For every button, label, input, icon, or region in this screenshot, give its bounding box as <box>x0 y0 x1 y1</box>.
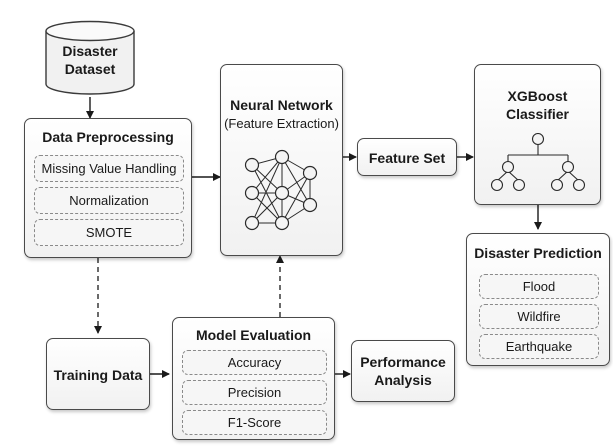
data-preprocessing-box: Data Preprocessing Missing Value Handlin… <box>24 118 192 258</box>
neural-network-icon <box>244 149 318 231</box>
neural-network-box: Neural Network (Feature Extraction) <box>220 64 343 256</box>
prediction-item-earthquake: Earthquake <box>479 334 599 359</box>
prediction-item-wildfire: Wildfire <box>479 304 599 329</box>
preprocessing-item-missing-value-handling: Missing Value Handling <box>34 155 184 182</box>
feature-set-box: Feature Set <box>357 138 457 176</box>
preprocessing-item-smote: SMOTE <box>34 219 184 246</box>
evaluation-item-precision: Precision <box>182 380 327 405</box>
model-evaluation-title: Model Evaluation <box>195 327 312 343</box>
xgboost-classifier-box: XGBoost Classifier <box>474 64 601 205</box>
xgboost-title-line2: Classifier <box>505 106 570 122</box>
feature-set-title: Feature Set <box>368 150 446 166</box>
training-data-title: Training Data <box>53 367 143 383</box>
disaster-prediction-title: Disaster Prediction <box>474 245 602 261</box>
disaster-prediction-box: Disaster Prediction Flood Wildfire Earth… <box>466 233 610 366</box>
performance-analysis-box: Performance Analysis <box>351 340 455 402</box>
disaster-dataset-node: Disaster Dataset <box>44 20 136 96</box>
dataset-label-line1: Disaster <box>62 43 118 59</box>
data-preprocessing-title: Data Preprocessing <box>42 129 174 145</box>
training-data-box: Training Data <box>46 338 150 410</box>
performance-analysis-line2: Analysis <box>374 372 432 388</box>
evaluation-item-f1-score: F1-Score <box>182 410 327 435</box>
prediction-item-flood: Flood <box>479 274 599 299</box>
dataset-label-line2: Dataset <box>64 61 116 77</box>
neural-network-title: Neural Network <box>230 97 333 113</box>
xgboost-title-line1: XGBoost <box>507 88 568 104</box>
neural-network-subtitle: (Feature Extraction) <box>224 116 339 131</box>
model-evaluation-box: Model Evaluation Accuracy Precision F1-S… <box>172 317 335 440</box>
preprocessing-item-normalization: Normalization <box>34 187 184 214</box>
database-cylinder-icon <box>45 20 135 95</box>
decision-tree-icon <box>490 133 586 192</box>
performance-analysis-line1: Performance <box>360 354 446 370</box>
evaluation-item-accuracy: Accuracy <box>182 350 327 375</box>
